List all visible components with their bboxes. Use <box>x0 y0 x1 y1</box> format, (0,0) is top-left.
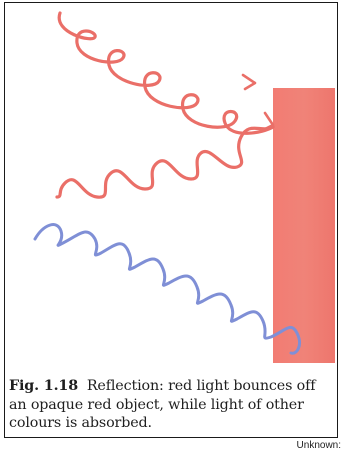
absorbed-blue-light-wave <box>35 225 299 354</box>
opaque-red-object <box>273 88 335 363</box>
figure-label: Fig. 1.18 <box>9 378 78 394</box>
reflection-illustration <box>5 3 338 369</box>
figure-frame: Fig. 1.18 Reflection: red light bounces … <box>4 2 338 438</box>
reflected-red-light-wave <box>57 127 273 197</box>
incoming-wave-arrowhead <box>243 75 255 89</box>
image-credit: Unknown: <box>297 439 341 453</box>
figure-caption: Fig. 1.18 Reflection: red light bounces … <box>9 377 335 433</box>
incoming-red-light-wave <box>59 13 273 133</box>
